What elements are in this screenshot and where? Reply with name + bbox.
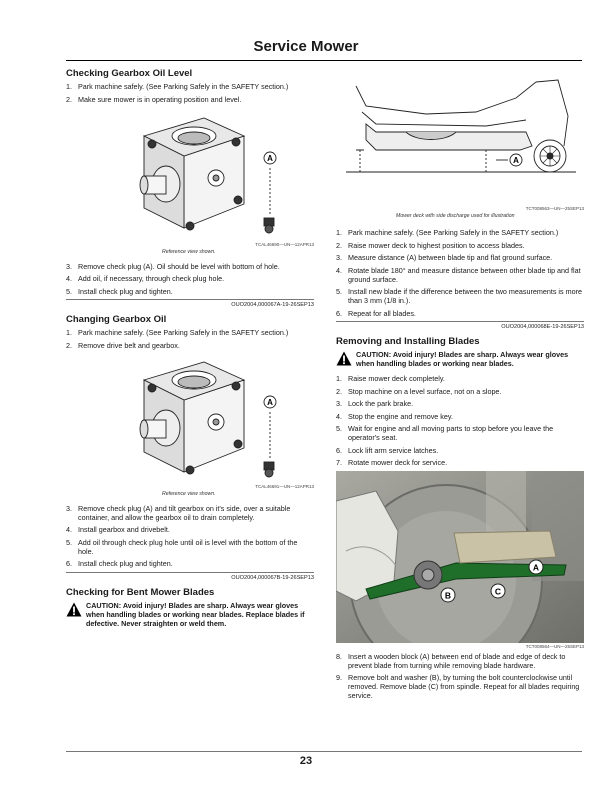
left-column: Checking Gearbox Oil Level 1.Park machin… (66, 62, 314, 634)
step-item: 2.Remove drive belt and gearbox. (66, 340, 180, 350)
caution-text: CAUTION: Avoid injury! Blades are sharp.… (356, 350, 569, 368)
gearbox-illustration: A (139, 361, 277, 477)
section-heading-removing-blades: Removing and Installing Blades (336, 336, 480, 347)
step-list: 8.Insert a wooden block (A) between end … (336, 652, 584, 701)
gearbox-figure-2: A TCAL46691—UN—12APR13 Reference view sh… (66, 354, 314, 502)
gearbox-figure-1: A TCAL46690—UN—12APR13 Reference view sh… (66, 108, 314, 260)
step-item: 8.Insert a wooden block (A) between end … (336, 651, 566, 670)
step-item: 3.Lock the park brake. (336, 399, 414, 408)
step-list: 3.Remove check plug (A). Oil should be l… (66, 262, 314, 296)
warning-icon (336, 351, 352, 366)
step-list: 1.Park machine safely. (See Parking Safe… (66, 82, 314, 104)
callout-c: C (495, 586, 501, 596)
step-item: 3.Remove check plug (A) and tilt gearbox… (66, 503, 291, 522)
figure-caption: Reference view shown. (162, 490, 216, 497)
figure-caption: Reference view shown. (162, 248, 216, 255)
callout-a: A (533, 562, 539, 572)
warning-icon (66, 602, 82, 616)
page-title: Service Mower (253, 38, 359, 55)
step-item: 4.Install gearbox and drivebelt. (66, 525, 170, 534)
figure-code: TCAL46691—UN—12APR13 (255, 483, 314, 489)
section-heading-gearbox-oil-level: Checking Gearbox Oil Level (66, 68, 193, 79)
title-rule (66, 60, 582, 61)
footer-rule (66, 751, 582, 752)
step-item: 3.Measure distance (A) between blade tip… (336, 253, 553, 262)
step-list: 3.Remove check plug (A) and tilt gearbox… (66, 504, 314, 569)
reference-code: OUO2004,000068E-19-26SEP13 (501, 324, 584, 330)
step-item: 5.Add oil through check plug hole until … (66, 537, 298, 556)
step-list: 1.Raise mower deck completely. 2.Stop ma… (336, 374, 584, 467)
section-heading-changing-gearbox-oil: Changing Gearbox Oil (66, 314, 167, 325)
section-rule (336, 321, 584, 322)
step-item: 1.Park machine safely. (See Parking Safe… (336, 228, 559, 237)
callout-a: A (267, 398, 273, 407)
step-item: 4.Rotate blade 180° and measure distance… (336, 265, 581, 284)
callout-a: A (513, 156, 519, 165)
step-item: 5.Install check plug and tighten. (66, 286, 173, 296)
callout-b: B (445, 590, 451, 600)
blade-removal-photo: A B C (336, 470, 584, 643)
step-item: 2.Make sure mower is in operating positi… (66, 94, 242, 104)
section-rule (66, 299, 314, 300)
figure-code: TCAL46690—UN—12APR13 (255, 241, 314, 247)
gearbox-illustration: A (139, 117, 277, 233)
section-rule (66, 571, 314, 573)
page-number: 23 (299, 755, 313, 767)
section-heading-bent-blades: Checking for Bent Mower Blades (66, 586, 215, 598)
step-item: 1.Park machine safely. (See Parking Safe… (66, 82, 289, 91)
step-item: 4.Stop the engine and remove key. (336, 411, 453, 421)
right-column: A TCT008563—UN—25SEP13 Mower deck with s… (336, 72, 584, 704)
step-list: 1.Park machine safely. (See Parking Safe… (336, 228, 584, 318)
step-item: 5.Install new blade if the difference be… (336, 287, 582, 305)
step-item: 3.Remove check plug (A). Oil should be l… (66, 261, 280, 271)
step-item: 1.Raise mower deck completely. (336, 374, 445, 383)
step-item: 2.Raise mower deck to highest position t… (336, 240, 525, 250)
mower-deck-figure: A TCT008563—UN—25SEP13 Mower deck with s… (336, 76, 584, 222)
figure-code: TCT008563—UN—25SEP13 (525, 206, 584, 211)
step-item: 6.Install check plug and tighten. (66, 559, 173, 568)
figure-caption: Mower deck with side discharge used for … (396, 213, 515, 219)
reference-code: OUO2004,000067A-19-26SEP13 (231, 302, 314, 308)
callout-a: A (267, 154, 273, 163)
step-item: 1.Park machine safely. (See Parking Safe… (66, 328, 289, 337)
caution-text: CAUTION: Avoid injury! Blades are sharp.… (86, 600, 305, 628)
caution-box: CAUTION: Avoid injury! Blades are sharp.… (66, 601, 314, 628)
step-item: 6.Lock lift arm service latches. (336, 445, 439, 455)
caution-box: CAUTION: Avoid injury! Blades are sharp.… (336, 350, 584, 368)
step-item: 2.Stop machine on a level surface, not o… (336, 386, 502, 396)
blade-photo-illustration: A B C (336, 470, 584, 643)
figure-code: TCT008564—UN—25SEP13 (525, 643, 584, 649)
step-item: 6.Repeat for all blades. (336, 308, 416, 318)
step-list: 1.Park machine safely. (See Parking Safe… (66, 328, 314, 350)
step-item: 9.Remove bolt and washer (B), by turning… (336, 673, 580, 700)
reference-code: OUO2004,000067B-19-26SEP13 (231, 574, 314, 581)
step-item: 7.Rotate mower deck for service. (336, 458, 448, 467)
step-item: 4.Add oil, if necessary, through check p… (66, 274, 225, 283)
mower-deck-illustration: A (346, 79, 576, 173)
step-item: 5.Wait for engine and all moving parts t… (336, 424, 554, 442)
